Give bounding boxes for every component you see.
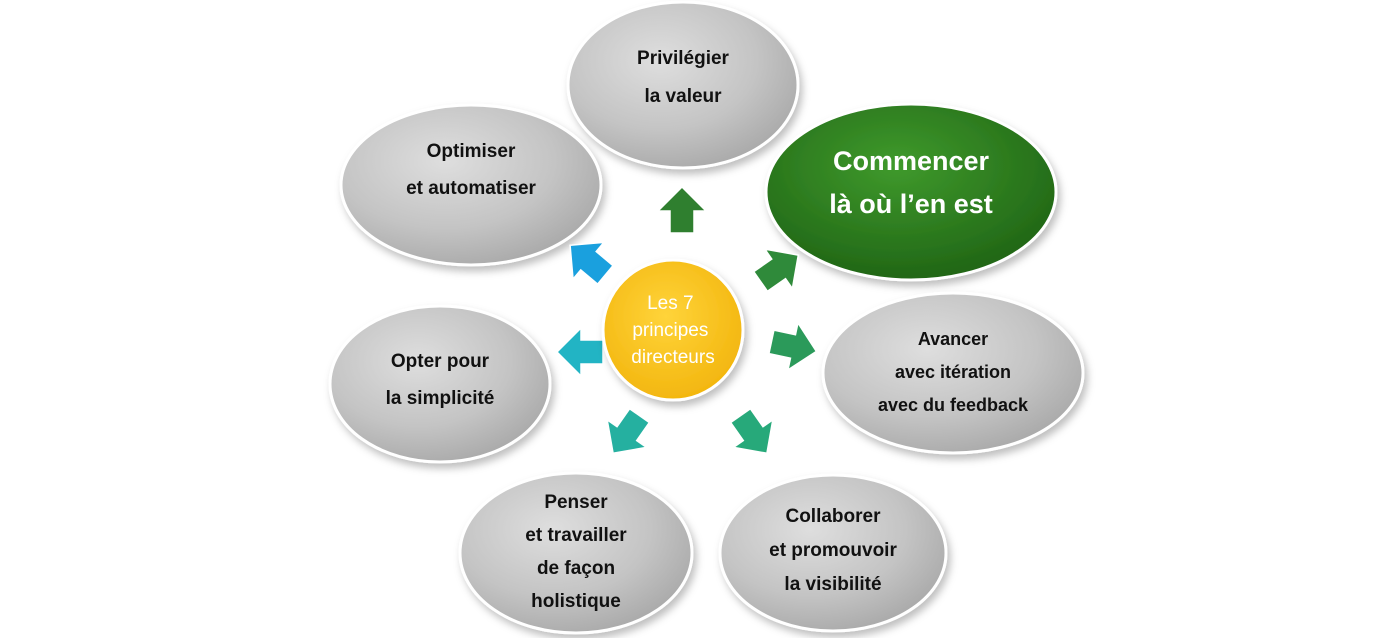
principle-node-avancer: Avancer avec itération avec du feedback bbox=[821, 291, 1085, 455]
center-node: Les 7 principes directeurs bbox=[601, 258, 745, 402]
principle-label-line: Optimiser bbox=[427, 141, 516, 162]
principle-ellipse-optimiser bbox=[339, 103, 603, 267]
arrow-right-icon bbox=[768, 321, 818, 372]
principle-label-avancer: Avancer avec itération avec du feedback bbox=[878, 329, 1029, 415]
principle-label-line: Penser bbox=[544, 492, 608, 513]
principle-label-collaborer: Collaborer et promouvoir la visibilité bbox=[769, 506, 897, 595]
principle-node-simplicite: Opter pour la simplicité bbox=[328, 304, 552, 464]
principle-label-line: et travailler bbox=[525, 525, 627, 546]
svg-text:Les 7 principes di: Les 7 principes directeurs bbox=[631, 293, 714, 368]
center-line-3: directeurs bbox=[631, 347, 714, 368]
principle-label-line: avec itération bbox=[895, 362, 1011, 382]
principle-label-line: de façon bbox=[537, 558, 615, 579]
principle-node-optimiser: Optimiser et automatiser bbox=[339, 103, 603, 267]
principle-label-penser: Penser et travailler de façon holistique bbox=[525, 492, 627, 612]
center-line-2: principes bbox=[632, 320, 708, 341]
arrow-lower-left-icon bbox=[606, 407, 651, 455]
principle-node-collaborer: Collaborer et promouvoir la visibilité bbox=[718, 473, 948, 633]
arrow-up-icon bbox=[656, 185, 708, 234]
arrow-upper-right-icon bbox=[752, 248, 800, 293]
principle-label-line: la valeur bbox=[644, 86, 722, 107]
principle-node-penser: Penser et travailler de façon holistique bbox=[458, 471, 694, 635]
principle-ellipse-avancer bbox=[821, 291, 1085, 455]
principle-label-line: Privilégier bbox=[637, 48, 729, 69]
principle-label-line: Opter pour bbox=[391, 351, 490, 372]
principle-label-line: la simplicité bbox=[386, 388, 495, 409]
center-line-1: Les 7 bbox=[647, 293, 693, 314]
principle-label-line: là où l’en est bbox=[829, 189, 993, 219]
principle-ellipse-commencer bbox=[764, 102, 1058, 282]
principle-label-line: la visibilité bbox=[784, 574, 881, 595]
arrow-lower-right-icon bbox=[729, 407, 774, 455]
principle-ellipse-simplicite bbox=[328, 304, 552, 464]
principle-ellipse-valeur bbox=[566, 0, 800, 170]
principle-label-valeur: Privilégier la valeur bbox=[637, 48, 729, 107]
principle-ellipse-penser bbox=[458, 471, 694, 635]
arrow-upper-left-icon bbox=[569, 241, 615, 286]
principle-label-line: et promouvoir bbox=[769, 540, 897, 561]
principle-label-line: Avancer bbox=[918, 329, 988, 349]
principle-node-commencer: Commencer là où l’en est bbox=[764, 102, 1058, 282]
principle-label-commencer: Commencer là où l’en est bbox=[829, 146, 993, 219]
principle-label-optimiser: Optimiser et automatiser bbox=[406, 141, 536, 199]
principle-label-simplicite: Opter pour la simplicité bbox=[386, 351, 495, 409]
principle-label-line: avec du feedback bbox=[878, 395, 1029, 415]
principle-label-line: Commencer bbox=[833, 146, 990, 176]
principle-label-line: et automatiser bbox=[406, 178, 536, 199]
principle-label-line: Collaborer bbox=[785, 506, 881, 527]
principle-ellipse-collaborer bbox=[718, 473, 948, 633]
principle-label-line: holistique bbox=[531, 591, 621, 612]
arrow-left-icon bbox=[555, 326, 604, 378]
principle-node-valeur: Privilégier la valeur bbox=[566, 0, 800, 170]
